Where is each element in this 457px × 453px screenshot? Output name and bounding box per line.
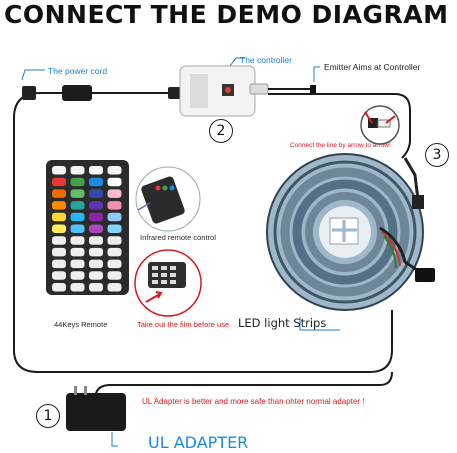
remote-44keys [46, 160, 129, 295]
led-pointer [299, 317, 340, 331]
remote-key [70, 247, 85, 257]
remote-key [89, 224, 103, 233]
remote-key [52, 177, 66, 187]
remote-key [89, 247, 103, 257]
remote-key [52, 283, 66, 292]
remote-key [89, 166, 103, 175]
remote-key [70, 189, 85, 198]
remote-key [70, 224, 85, 233]
step-2-marker: 2 [209, 119, 233, 143]
remote-key [107, 224, 122, 233]
remote-key [107, 247, 122, 257]
remote-key [107, 189, 122, 198]
infrared-remote-detail [135, 166, 201, 232]
signal-cable [268, 93, 411, 159]
remote-key [89, 271, 103, 280]
controller-pointer [229, 57, 245, 67]
remote-key [89, 189, 103, 198]
remote-key [89, 283, 103, 292]
remote-key [52, 259, 66, 269]
ul-adapter [66, 386, 126, 431]
remote-key [107, 259, 122, 269]
signal-end [403, 157, 420, 201]
film-removal-detail [134, 249, 202, 317]
remote-key [107, 177, 122, 187]
remote-key [89, 259, 103, 269]
emitter [310, 85, 316, 93]
adapter-cable [94, 371, 393, 420]
remote-key [89, 236, 103, 245]
power-cord-label: The power cord [48, 66, 108, 76]
remote-key [52, 236, 66, 245]
power-cord-pointer [21, 69, 45, 81]
page-title: CONNECT THE DEMO DIAGRAM [4, 0, 449, 29]
power-plug [22, 86, 36, 100]
emitter-pointer [313, 66, 320, 82]
connector-detail [360, 105, 400, 145]
remote-key [52, 247, 66, 257]
remote-key [89, 212, 103, 222]
controller-label: The controller [240, 55, 292, 65]
remote-key [107, 271, 122, 280]
remote-key [107, 166, 122, 175]
emitter-label: Emitter Aims at Controller [324, 62, 421, 72]
led-strip-reel [266, 153, 424, 311]
remote-key [107, 201, 122, 210]
ul-adapter-label: UL ADAPTER [148, 433, 249, 452]
ul-note-label: UL Adapter is better and more safe than … [142, 397, 365, 406]
keys-remote-label: 44Keys Remote [54, 320, 108, 329]
remote-key [89, 177, 103, 187]
remote-key [70, 201, 85, 210]
strip-wires [379, 226, 421, 274]
infrared-remote-label: Infrared remote control [140, 233, 216, 242]
remote-key [107, 283, 122, 292]
remote-key [70, 212, 85, 222]
ul-pointer [111, 432, 118, 447]
remote-key [70, 177, 85, 187]
remote-key [70, 259, 85, 269]
controller-device [179, 65, 269, 117]
remote-key [70, 236, 85, 245]
take-film-label: Take out the film before use [137, 320, 230, 329]
remote-key [70, 271, 85, 280]
remote-key [52, 166, 66, 175]
connect-line-label: Connect the line by arrow to arrow! [290, 142, 391, 149]
ferrite-core [62, 85, 92, 101]
led-strips-label: LED light Strips [238, 316, 327, 330]
remote-key [52, 212, 66, 222]
strip-connector [415, 268, 435, 282]
remote-key [52, 224, 66, 233]
remote-key [52, 271, 66, 280]
remote-key [107, 236, 122, 245]
remote-key [70, 166, 85, 175]
remote-key [52, 201, 66, 210]
step-3-marker: 3 [425, 143, 449, 167]
remote-key [52, 189, 66, 198]
remote-key [89, 201, 103, 210]
step-1-marker: 1 [36, 404, 60, 428]
remote-key [107, 212, 122, 222]
remote-key [70, 283, 85, 292]
